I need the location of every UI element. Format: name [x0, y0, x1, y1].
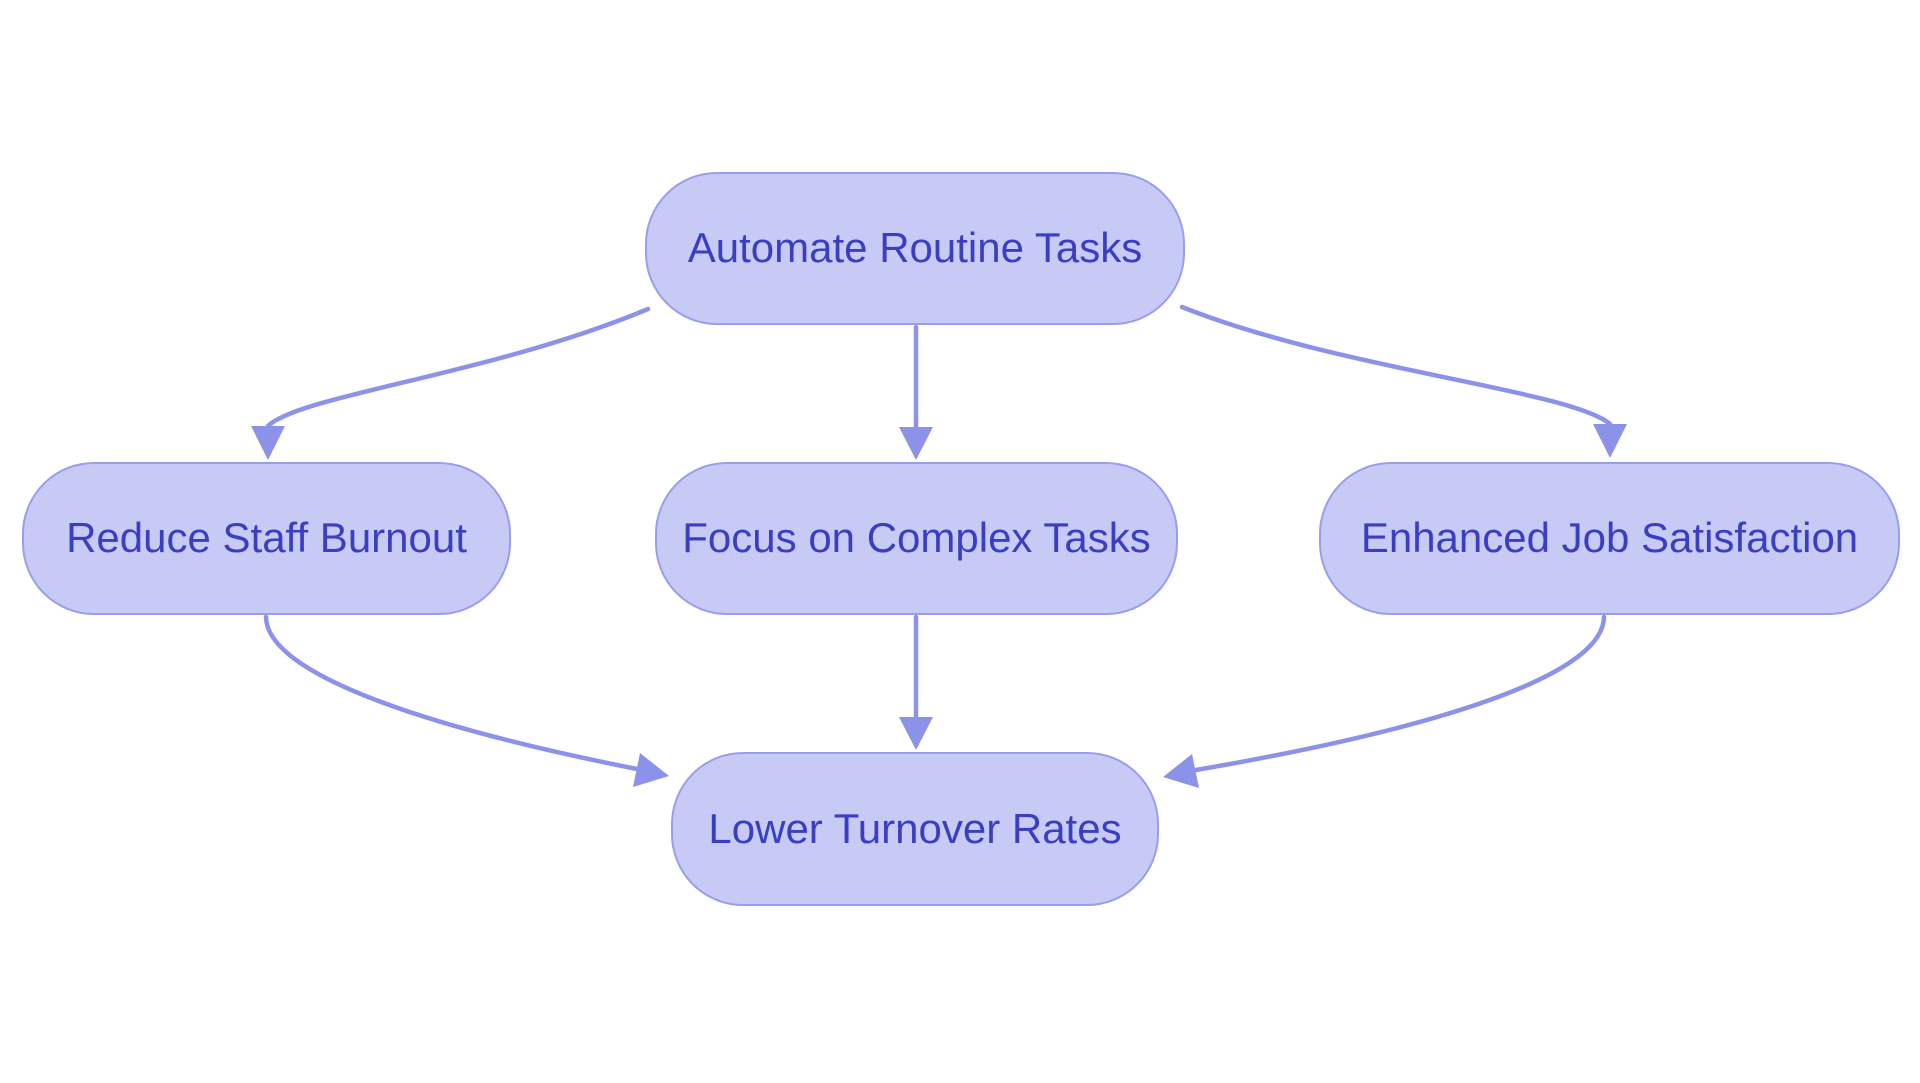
- edge-automate-to-satisfaction: [1179, 304, 1627, 458]
- arrowhead-icon: [899, 717, 933, 750]
- node-focus-on-complex-tasks: Focus on Complex Tasks: [655, 462, 1178, 615]
- edge-complex-to-turnover: [899, 614, 933, 750]
- edge-line: [1193, 614, 1607, 773]
- node-label: Enhanced Job Satisfaction: [1360, 514, 1859, 562]
- node-reduce-staff-burnout: Reduce Staff Burnout: [22, 462, 511, 615]
- edge-line: [265, 306, 651, 429]
- node-label: Automate Routine Tasks: [687, 224, 1143, 272]
- edge-line: [1179, 304, 1613, 427]
- node-lower-turnover-rates: Lower Turnover Rates: [671, 752, 1159, 906]
- edge-burnout-to-turnover: [263, 614, 669, 787]
- node-label: Lower Turnover Rates: [708, 804, 1122, 852]
- node-label: Reduce Staff Burnout: [66, 514, 467, 562]
- arrowhead-icon: [899, 427, 933, 460]
- arrowhead-icon: [1593, 424, 1627, 458]
- arrowhead-icon: [1163, 754, 1199, 788]
- edge-satisfaction-to-turnover: [1163, 614, 1607, 788]
- edge-line: [263, 614, 640, 772]
- node-enhanced-job-satisfaction: Enhanced Job Satisfaction: [1319, 462, 1900, 615]
- node-label: Focus on Complex Tasks: [682, 514, 1151, 562]
- node-automate-routine-tasks: Automate Routine Tasks: [645, 172, 1185, 325]
- edge-automate-to-complex: [899, 324, 933, 460]
- arrowhead-icon: [633, 753, 669, 787]
- arrowhead-icon: [251, 426, 285, 460]
- edge-automate-to-burnout: [251, 306, 651, 460]
